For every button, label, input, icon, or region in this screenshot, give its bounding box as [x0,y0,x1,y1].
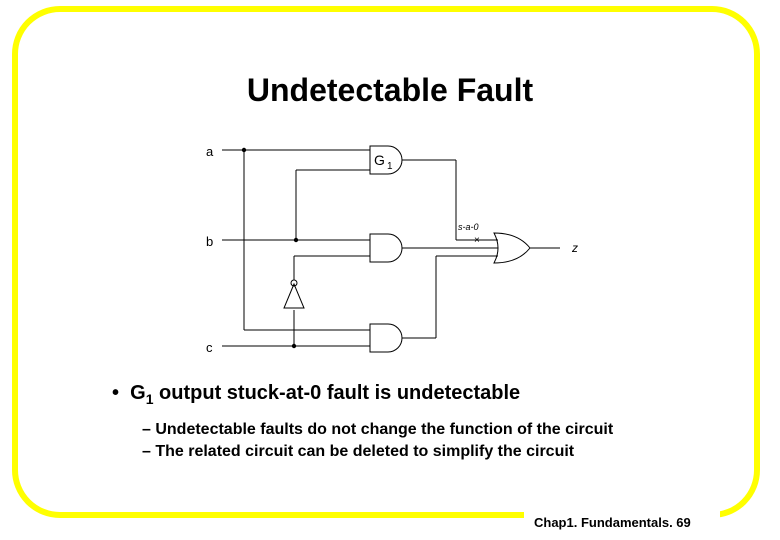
gate-g1-subscript: 1 [387,161,393,172]
sub-bullet-2: – The related circuit can be deleted to … [142,443,575,460]
or-gate [493,232,531,264]
junction-dot [291,343,297,349]
bullet-gate-subscript: 1 [145,391,154,407]
slide-frame [12,6,760,518]
and-gate-g3 [369,323,403,353]
main-bullet: • G1 output stuck-at-0 fault is undetect… [112,382,521,407]
and-gate-g1 [369,145,403,175]
slide-title: Undetectable Fault [246,72,534,108]
fault-mark: × [474,235,480,246]
bullet-text: output stuck-at-0 fault is undetectable [153,382,521,404]
bullet-gate: G [130,382,146,404]
gate-g1-label: G [374,152,385,168]
sub-bullet-1: – Undetectable faults do not change the … [142,421,614,438]
and-gate-g2 [369,233,403,263]
bullet-section: • G1 output stuck-at-0 fault is undetect… [112,382,712,465]
junction-dot [293,237,299,243]
sub-bullet-list: – Undetectable faults do not change the … [142,421,712,461]
slide-footer: Chap1. Fundamentals. 69 [524,510,720,536]
input-b-label: b [206,234,213,249]
fault-label: s-a-0 [458,222,479,232]
inverter-gate [283,282,305,309]
input-c-label: c [206,340,213,355]
output-z-label: z [571,241,578,255]
input-a-label: a [206,144,214,159]
junction-dot [241,147,247,153]
